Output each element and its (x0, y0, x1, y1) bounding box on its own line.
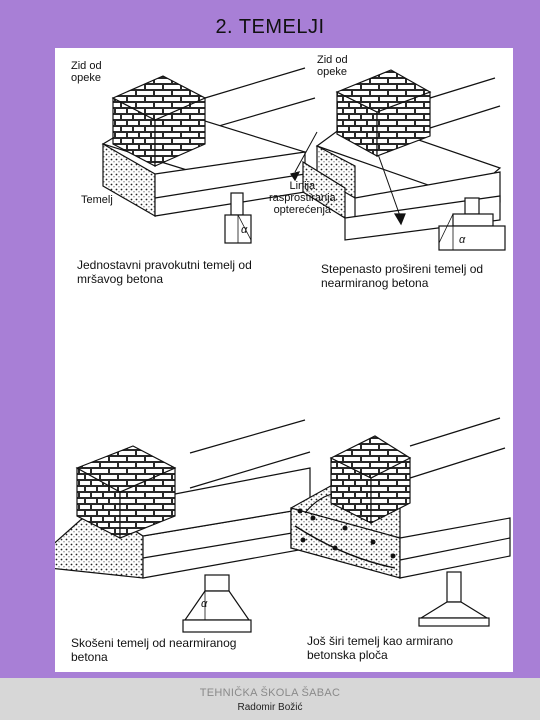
label-foundation-1: Temelj (81, 194, 113, 206)
slide-title: 2. TEMELJI (215, 16, 325, 38)
label-wall-1: Zid od opeke (71, 60, 102, 84)
foundation-figure: Zid od opeke Temelj α Zid od opeke Linij… (55, 48, 513, 672)
footer-author: Radomir Božić (237, 702, 303, 713)
label-wall-2: Zid od opeke (317, 54, 348, 78)
footer: TEHNIČKA ŠKOLA ŠABAC Radomir Božić (0, 678, 540, 720)
drawing-rectangular-foundation (101, 67, 316, 244)
foundation-drawings (55, 67, 511, 633)
caption-slab: Još širi temelj kao armirano betonska pl… (307, 634, 454, 662)
drawing-stepped-foundation (290, 69, 506, 251)
label-load-spread: Linija rasprostiranja opterećenja (269, 180, 336, 216)
footer-school: TEHNIČKA ŠKOLA ŠABAC (199, 687, 341, 699)
drawing-sloped-foundation (55, 419, 311, 633)
label-alpha-3: α (201, 598, 208, 610)
caption-sloped: Skošeni temelj od nearmiranog betona (71, 636, 237, 664)
drawing-reinforced-slab (290, 417, 511, 627)
label-alpha-1: α (241, 224, 248, 236)
caption-stepped: Stepenasto prošireni temelj od nearmiran… (321, 262, 484, 290)
caption-rectangular: Jednostavni pravokutni temelj od mršavog… (77, 258, 252, 286)
label-alpha-2: α (459, 234, 466, 246)
